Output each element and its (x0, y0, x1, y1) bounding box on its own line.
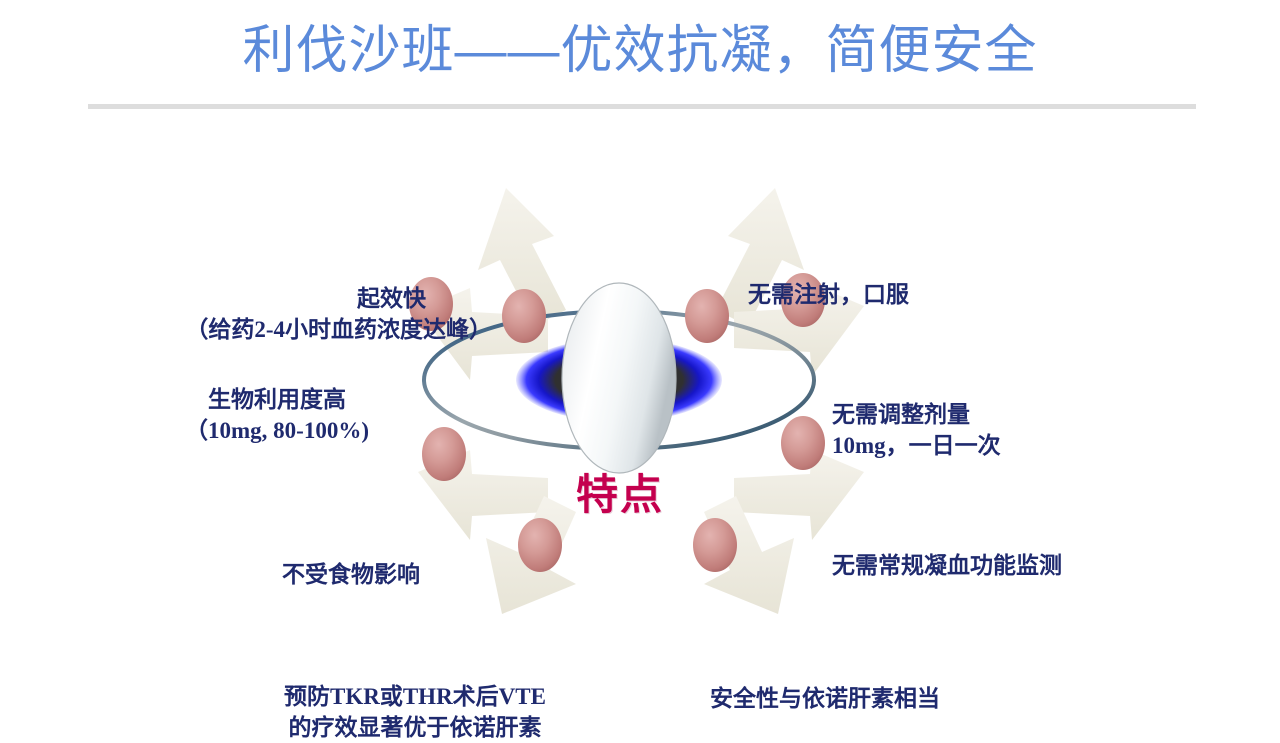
feature-label-monitoring-line1: 无需常规凝血功能监测 (832, 553, 1062, 578)
slide-header: 利伐沙班——优效抗凝，简便安全 (0, 22, 1280, 82)
node-prevention[interactable] (518, 518, 562, 572)
arrow-to-monitoring (734, 450, 864, 540)
node-safety[interactable] (693, 518, 737, 572)
node-bioavailability[interactable] (409, 277, 453, 331)
node-oral[interactable] (685, 289, 729, 343)
feature-nodes (409, 273, 825, 572)
feature-label-dose: 无需调整剂量 10mg，一日一次 (832, 400, 1001, 461)
feature-label-safety-line1: 安全性与依诺肝素相当 (710, 686, 940, 711)
feature-label-food-line1: 不受食物影响 (282, 562, 420, 587)
title-divider (88, 104, 1196, 109)
feature-label-onset: 起效快 （给药2-4小时血药浓度达峰） (152, 284, 492, 345)
page-title: 利伐沙班——优效抗凝，简便安全 (242, 22, 1038, 80)
node-dose[interactable] (781, 273, 825, 327)
feature-label-bioavailability: 生物利用度高 （10mg, 80-100%) (142, 385, 412, 446)
feature-label-onset-line1: 起效快 (357, 286, 426, 311)
feature-label-prevention: 预防TKR或THR术后VTE 的疗效显著优于依诺肝素 (250, 682, 580, 743)
node-onset[interactable] (502, 289, 546, 343)
feature-label-food: 不受食物影响 (100, 560, 420, 591)
feature-label-prevention-line2: 的疗效显著优于依诺肝素 (288, 714, 542, 740)
feature-label-dose-line2: 10mg，一日一次 (832, 432, 1001, 458)
feature-label-oral: 无需注射，口服 (748, 280, 909, 311)
features-diagram: 特点 起效快 （给药2-4小时血药浓度达峰） 无需注射，口服 生物利用度高 （1… (0, 120, 1280, 740)
center-hub (422, 282, 816, 474)
arrow-to-onset (478, 188, 566, 326)
arrow-to-dose (734, 284, 864, 376)
feature-label-safety: 安全性与依诺肝素相当 (710, 684, 940, 715)
feature-label-bioavailability-line1: 生物利用度高 (208, 387, 346, 412)
feature-label-prevention-line1: 预防TKR或THR术后VTE (284, 684, 546, 709)
diagram-graphics (409, 188, 864, 614)
slide-canvas: 利伐沙班——优效抗凝，简便安全 (0, 22, 1280, 740)
node-monitoring[interactable] (781, 416, 825, 470)
feature-label-bioavailability-line2: （10mg, 80-100%) (185, 417, 369, 443)
arrow-to-oral (716, 188, 804, 326)
feature-label-monitoring: 无需常规凝血功能监测 (832, 551, 1062, 582)
feature-label-onset-line2: （给药2-4小时血药浓度达峰） (185, 316, 492, 342)
node-food[interactable] (422, 427, 466, 481)
center-lens (561, 282, 677, 474)
feature-label-oral-line1: 无需注射，口服 (748, 282, 909, 307)
feature-label-dose-line1: 无需调整剂量 (832, 402, 970, 427)
